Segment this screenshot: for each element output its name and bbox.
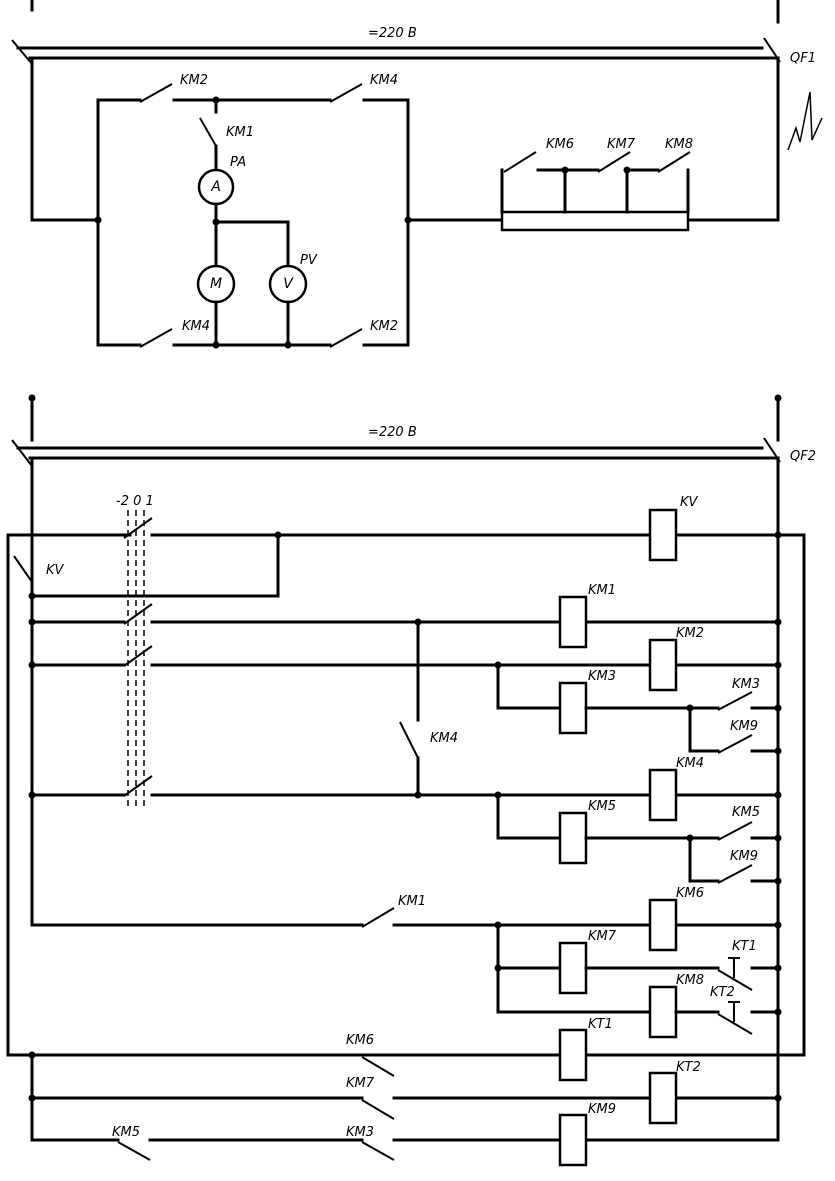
km4-bottom-label: KM4 [182,319,210,334]
kv-coil [648,508,678,562]
km6-coil-label: KM6 [676,886,704,901]
kt2-coil [648,1071,678,1125]
km9-contact-a-label: KM9 [730,719,758,734]
voltmeter-letter: V [283,276,294,292]
power-circuit: =220 В QF1 KM2 KM4 KM1 A PA M [11,0,823,349]
power-supply-label: =220 В [368,26,417,41]
km3-contact-label: KM3 [732,677,760,692]
km9-contact-a [717,734,753,754]
km2-coil-label: KM2 [676,626,704,641]
km7-contact [361,1099,395,1120]
km8-label: KM8 [665,137,693,152]
kt2-contact [717,1013,753,1035]
km6-label: KM6 [546,137,574,152]
kt1-contact-label: KT1 [732,939,757,954]
kv-contact-label: KV [46,563,65,578]
kt2-delay-mark [728,1001,740,1022]
km5-contact [717,821,753,841]
km8-coil-label: KM8 [676,973,704,988]
motor-letter: M [210,276,222,292]
kt2-coil-label: KT2 [676,1060,701,1075]
kv-contact [13,555,33,583]
km1-label: KM1 [226,125,254,140]
km8-coil [648,985,678,1039]
km5-b-contact-label: KM5 [112,1125,140,1140]
km3-contact [717,691,753,711]
km1-coil [558,595,588,649]
km4-top-contact [329,83,363,103]
voltmeter-label: PV [300,253,318,268]
control-supply-label: =220 В [368,425,417,440]
km5-coil-label: KM5 [588,799,616,814]
selector-contact-2 [123,603,153,625]
selector-contact-3 [123,645,153,667]
kt1-contact [717,969,753,991]
starting-resistor [500,210,690,232]
km9-contact-b-label: KM9 [730,849,758,864]
km7-label: KM7 [607,137,636,152]
km2-bottom-label: KM2 [370,319,398,334]
qf1-left-blade [11,39,33,65]
km1-contact [361,907,395,928]
km4-coil-label: KM4 [676,756,704,771]
km6-coil [648,898,678,952]
kt1-delay-mark [728,957,740,978]
kt1-coil-label: KT1 [588,1017,613,1032]
km9-contact-b [717,864,753,884]
selector-positions: -2 0 1 [116,494,154,509]
km6-contact [503,151,537,173]
km3-coil-label: KM3 [588,669,616,684]
ammeter-letter: A [210,179,221,195]
km4-top-label: KM4 [370,73,398,88]
km7-coil-label: KM7 [588,929,617,944]
km2-top-label: KM2 [180,73,208,88]
km8-contact [657,151,691,173]
ammeter-label: PA [230,155,246,170]
km2-top-contact [139,83,173,103]
km1-contact-label: KM1 [398,894,426,909]
qf2-left-blade [11,439,33,467]
km3-b-contact-label: KM3 [346,1125,374,1140]
selector-contact-1 [123,517,153,539]
km9-coil [558,1113,588,1167]
km5-contact-label: KM5 [732,805,760,820]
km6-contact-label: KM6 [346,1033,374,1048]
kt2-contact-label: KT2 [710,985,735,1000]
km5-b-contact [117,1141,151,1161]
km4-bottom-contact [139,328,173,348]
qf2-label: QF2 [790,449,816,464]
km2-coil [648,638,678,692]
km1-contact [199,117,217,147]
km9-coil-label: KM9 [588,1102,616,1117]
kt1-coil [558,1028,588,1082]
kv-coil-label: KV [680,495,699,510]
km4-contact-label: KM4 [430,731,458,746]
km7-contact [597,151,631,173]
qf1-label: QF1 [790,51,816,66]
km1-coil-label: KM1 [588,583,616,598]
km4-contact [399,721,419,759]
km3-b-contact [361,1141,395,1161]
km2-bottom-contact [329,328,363,348]
selector-contact-4 [123,775,153,797]
km7-coil [558,941,588,995]
control-circuit: =220 В QF2 -2 0 1 KV KV [6,394,816,1167]
km4-coil [648,768,678,822]
handwritten-mark [787,91,823,151]
km6-contact [361,1056,395,1077]
km7-contact-label: KM7 [346,1076,375,1091]
km3-coil [558,681,588,735]
km5-coil [558,811,588,865]
